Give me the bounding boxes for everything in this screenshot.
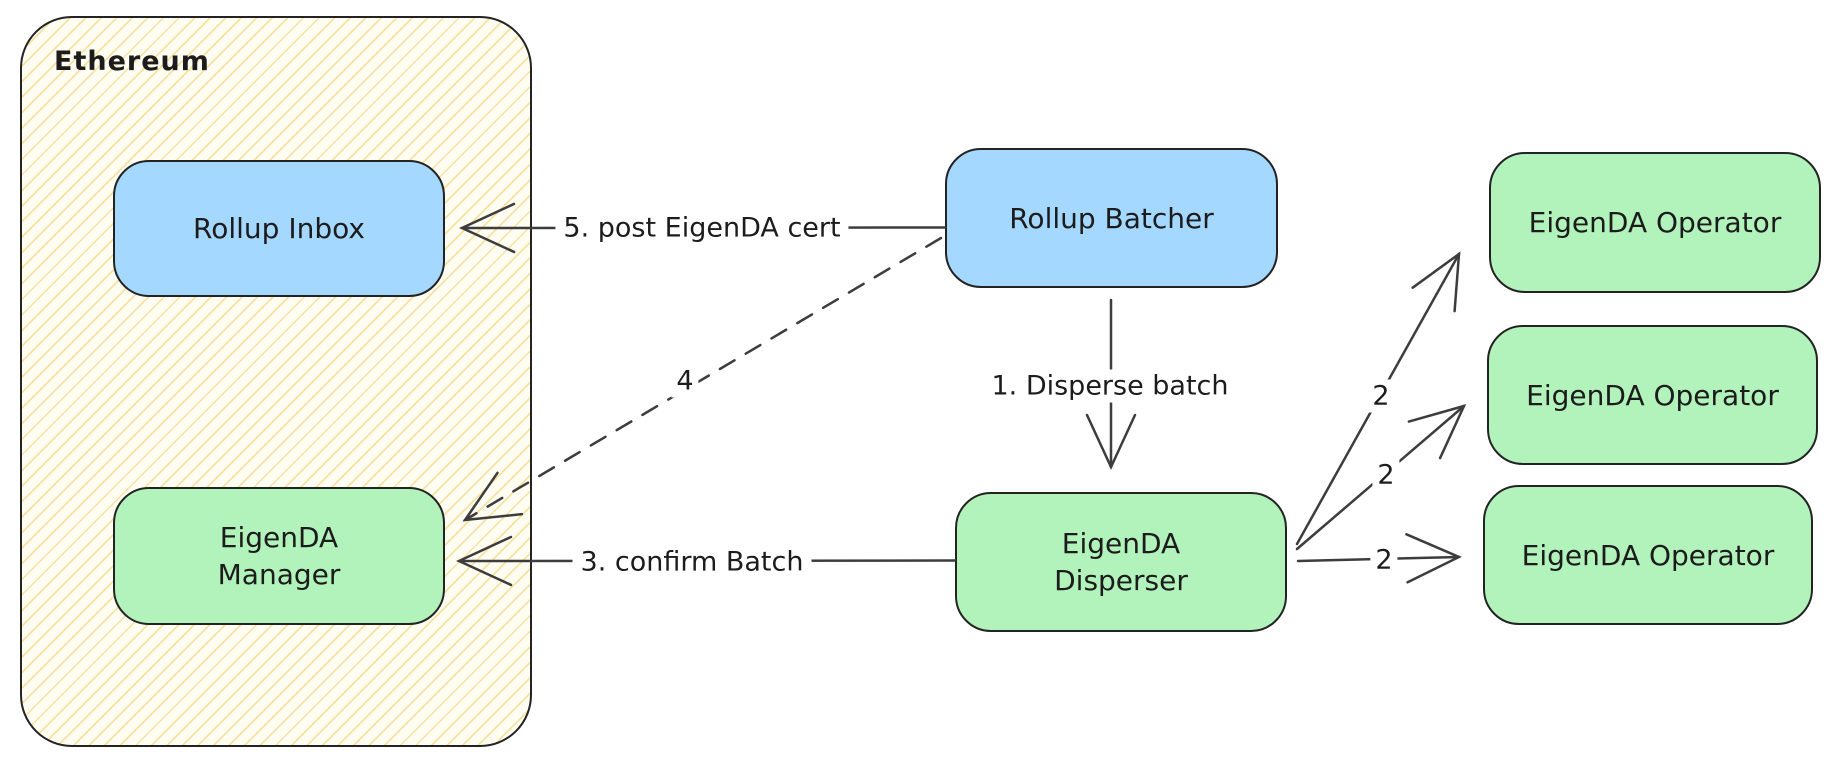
eigenda-operator-1-label: EigenDA Operator [1528, 206, 1782, 239]
node-eigenda-operator-2[interactable]: EigenDA Operator [1487, 325, 1818, 465]
rollup-batcher-label: Rollup Batcher [1009, 201, 1214, 235]
arrow-4-dashed-to-manager[interactable] [462, 236, 943, 522]
node-eigenda-operator-1[interactable]: EigenDA Operator [1489, 152, 1821, 293]
arrow-5-label: 5. post EigenDA cert [555, 211, 849, 245]
eigenda-disperser-label-line1: EigenDA [1061, 527, 1181, 560]
ethereum-label: Ethereum [54, 46, 210, 77]
arrow-4-label: 4 [671, 364, 699, 398]
eigenda-manager-label-line1: EigenDA [219, 521, 339, 554]
rollup-inbox-label: Rollup Inbox [193, 212, 365, 245]
arrow-2-middle-label: 2 [1372, 458, 1400, 492]
node-rollup-batcher[interactable]: Rollup Batcher [945, 148, 1278, 288]
ethereum-container[interactable] [20, 16, 532, 747]
node-eigenda-manager[interactable]: EigenDA Manager [113, 487, 445, 625]
arrow-2-bottom-label: 2 [1370, 543, 1398, 577]
node-eigenda-operator-3[interactable]: EigenDA Operator [1483, 485, 1813, 625]
eigenda-operator-2-label: EigenDA Operator [1526, 378, 1779, 412]
arrow-1-label: 1. Disperse batch [983, 369, 1237, 403]
node-eigenda-disperser[interactable]: EigenDA Disperser [955, 492, 1287, 632]
eigenda-disperser-label-line2: Disperser [1054, 564, 1188, 597]
eigenda-operator-3-label: EigenDA Operator [1521, 538, 1775, 572]
node-rollup-inbox[interactable]: Rollup Inbox [113, 160, 445, 297]
arrow-2-top-label: 2 [1367, 379, 1395, 413]
eigenda-manager-label-line2: Manager [217, 558, 341, 591]
arrow-3-label: 3. confirm Batch [572, 545, 812, 579]
